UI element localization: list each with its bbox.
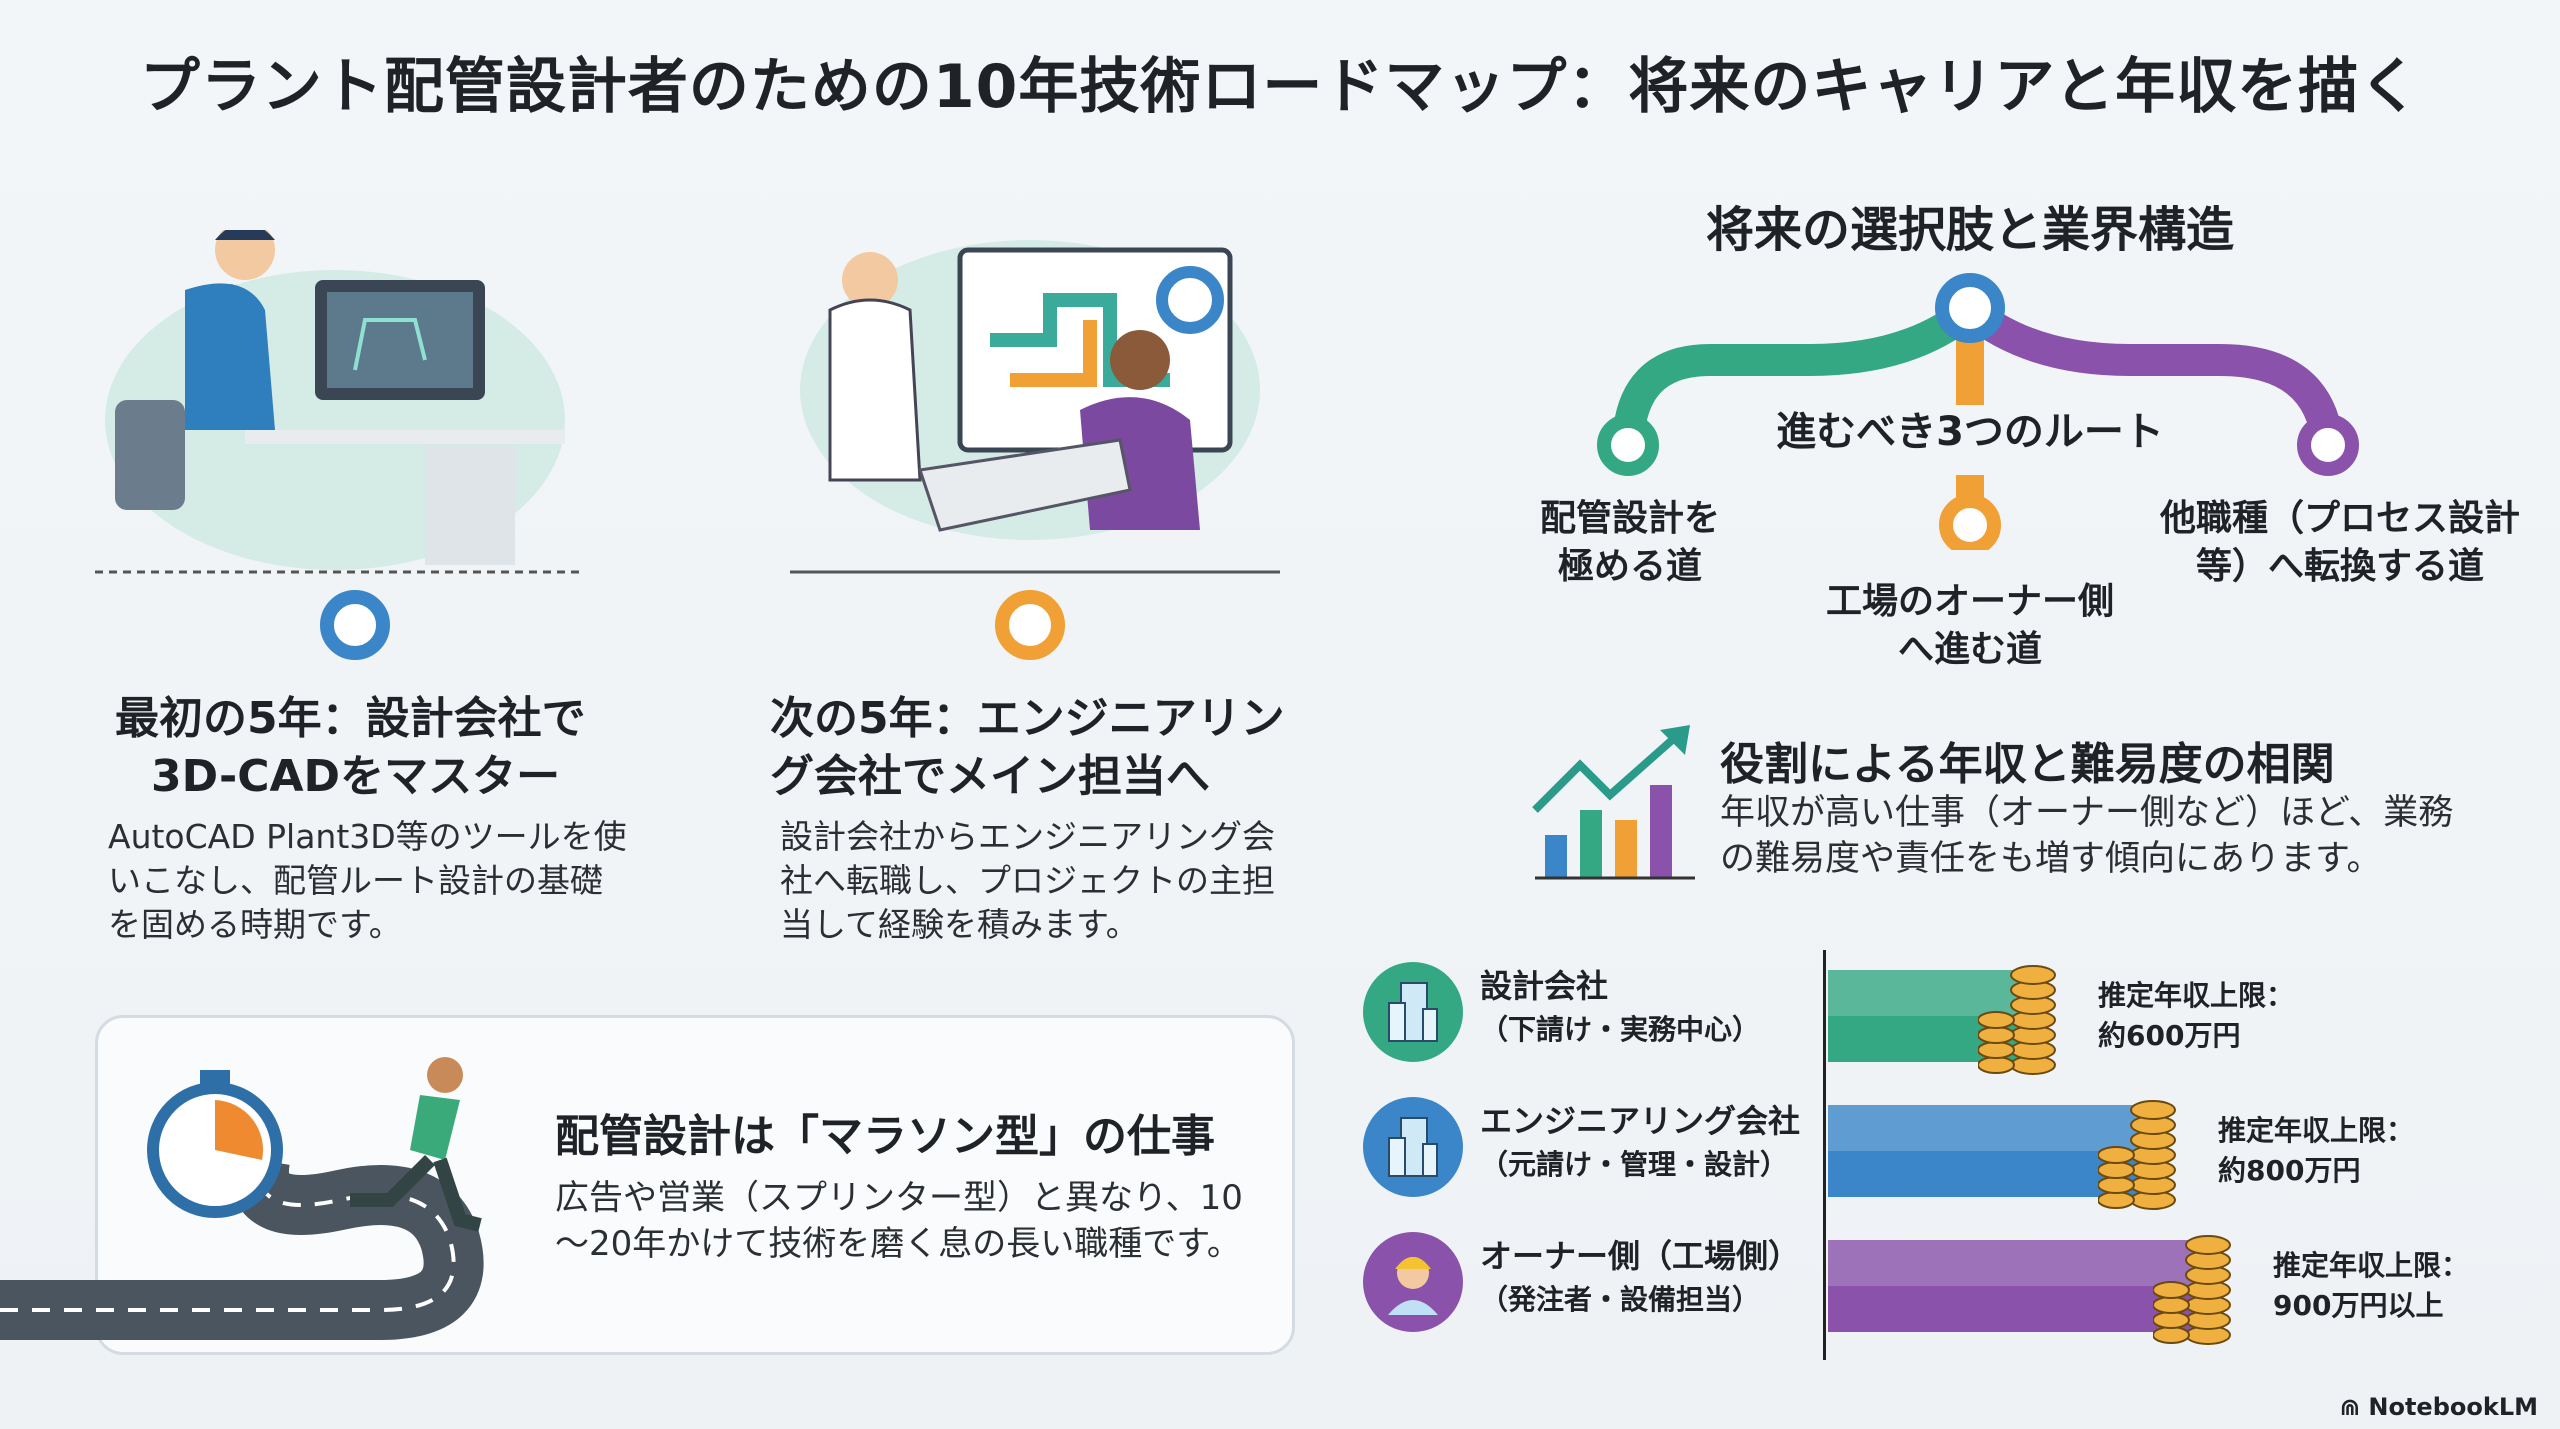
correlation-body: 年収が高い仕事（オーナー側など）ほど、業務の難易度や責任をも増す傾向にあります。: [1720, 793, 2454, 879]
coin-stack-icon: [2153, 1235, 2231, 1345]
route-label-piping: 配管設計を極める道: [1539, 498, 1720, 587]
category-icon-2: [1363, 1232, 1463, 1332]
marathon-runner-illustration: [0, 1057, 484, 1340]
engineers-illustration: [790, 240, 1280, 574]
coin-stack-icon: [1978, 965, 2056, 1075]
category-icon-0: [1363, 962, 1463, 1062]
category-label-2: オーナー側（工場側）（発注者・設備担当）: [1480, 1237, 1801, 1316]
salary-bar-2: [1828, 1240, 2213, 1332]
phase-2-body: 設計会社からエンジニアリング会社へ転職し、プロジェクトの主担当して経験を積みます…: [780, 817, 1275, 944]
notebooklm-brand: ⋒ NotebookLM: [2339, 1393, 2538, 1421]
page-title: プラント配管設計者のための10年技術ロードマップ：将来のキャリアと年収を描く: [139, 52, 2421, 122]
route-label-other: 他職種（プロセス設計等）へ転換する道: [2159, 498, 2520, 587]
growth-chart-icon: [1532, 725, 1695, 880]
coin-stack-icon: [2098, 1100, 2176, 1210]
category-icon-1: [1363, 1097, 1463, 1197]
route-node-other: [2297, 414, 2359, 476]
designer-illustration: [95, 230, 585, 574]
category-label-0: 設計会社（下請け・実務中心）: [1480, 967, 1761, 1046]
correlation-heading: 役割による年収と難易度の相関: [1720, 739, 2335, 790]
routes-center-label: 進むべき3つのルート: [1776, 409, 2164, 455]
route-node-owner: [1939, 494, 2001, 550]
future-title: 将来の選択肢と業界構造: [1705, 202, 2234, 258]
phase-1-marker: [320, 590, 390, 660]
salary-label-0: 推定年収上限：約600万円: [2098, 979, 2295, 1052]
route-diagram: [1597, 273, 2359, 550]
marathon-body: 広告や営業（スプリンター型）と異なり、10～20年かけて技術を磨く息の長い職種で…: [555, 1178, 1243, 1264]
category-label-1: エンジニアリング会社（元請け・管理・設計）: [1480, 1102, 1801, 1181]
building-icon: [1383, 975, 1443, 1049]
salary-label-2: 推定年収上限：900万円以上: [2273, 1249, 2470, 1322]
phase-2-marker: [995, 590, 1065, 660]
chart-axis: [1823, 950, 1826, 1360]
route-label-owner: 工場のオーナー側へ進む道: [1825, 581, 2114, 670]
salary-label-1: 推定年収上限：約800万円: [2218, 1114, 2415, 1187]
phase-1-body: AutoCAD Plant3D等のツールを使いこなし、配管ルート設計の基礎を固め…: [108, 817, 627, 944]
worker-icon: [1383, 1245, 1443, 1319]
notebooklm-logo-icon: ⋒: [2339, 1393, 2369, 1421]
marathon-heading: 配管設計は「マラソン型」の仕事: [555, 1111, 1215, 1162]
building-icon: [1383, 1110, 1443, 1184]
route-start-node: [1935, 273, 2005, 343]
phase-2-heading: 次の5年：エンジニアリング会社でメイン担当へ: [770, 693, 1285, 802]
route-node-piping: [1597, 414, 1659, 476]
